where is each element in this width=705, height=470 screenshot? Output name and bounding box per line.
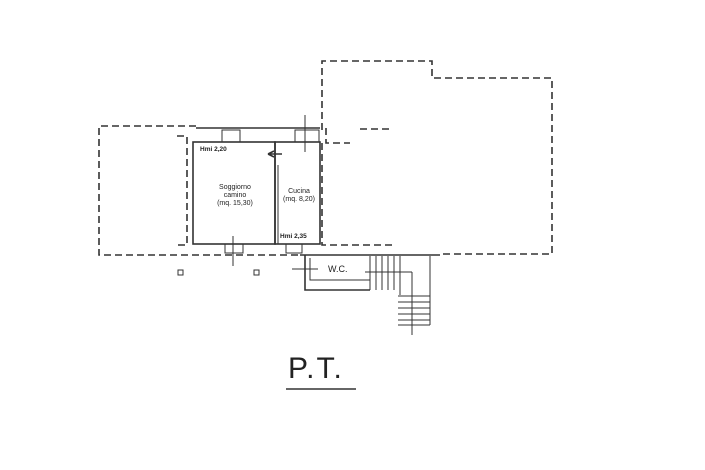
window-bottom-kitchen (285, 243, 303, 254)
cucina-area: (mq. 8,20) (283, 196, 315, 203)
soggiorno-name-line2: camino (223, 192, 247, 199)
right-dashed-outline (321, 60, 553, 255)
soggiorno-name-line1: Soggiorno (219, 184, 251, 191)
cucina-name: Cucina (288, 188, 310, 195)
wc-outline (304, 255, 370, 291)
pillar-1 (177, 269, 184, 276)
stairs (365, 256, 431, 335)
floor-title: P.T. (288, 352, 344, 385)
right-inner-dashed-bottom (321, 143, 396, 246)
cucina-label: Cucina (mq. 8,20) (278, 188, 320, 204)
soggiorno-label: Soggiorno camino (mq. 15,30) (205, 184, 265, 208)
left-dashed-outline (98, 125, 300, 256)
wc-inner (309, 258, 370, 281)
window-bottom-living (224, 243, 244, 254)
left-inner-dashed-bracket (177, 135, 188, 246)
window-top-living (221, 129, 241, 143)
soggiorno-height-label: Hmi 2,20 (200, 146, 227, 153)
right-inner-dashed-top (325, 128, 392, 144)
soggiorno-area: (mq. 15,30) (217, 200, 253, 207)
arrow-icon (267, 150, 282, 158)
wc-label: W.C. (328, 264, 348, 274)
pillar-2 (253, 269, 260, 276)
window-top-kitchen (294, 129, 320, 143)
cucina-height-label: Hmi 2,35 (280, 233, 307, 240)
